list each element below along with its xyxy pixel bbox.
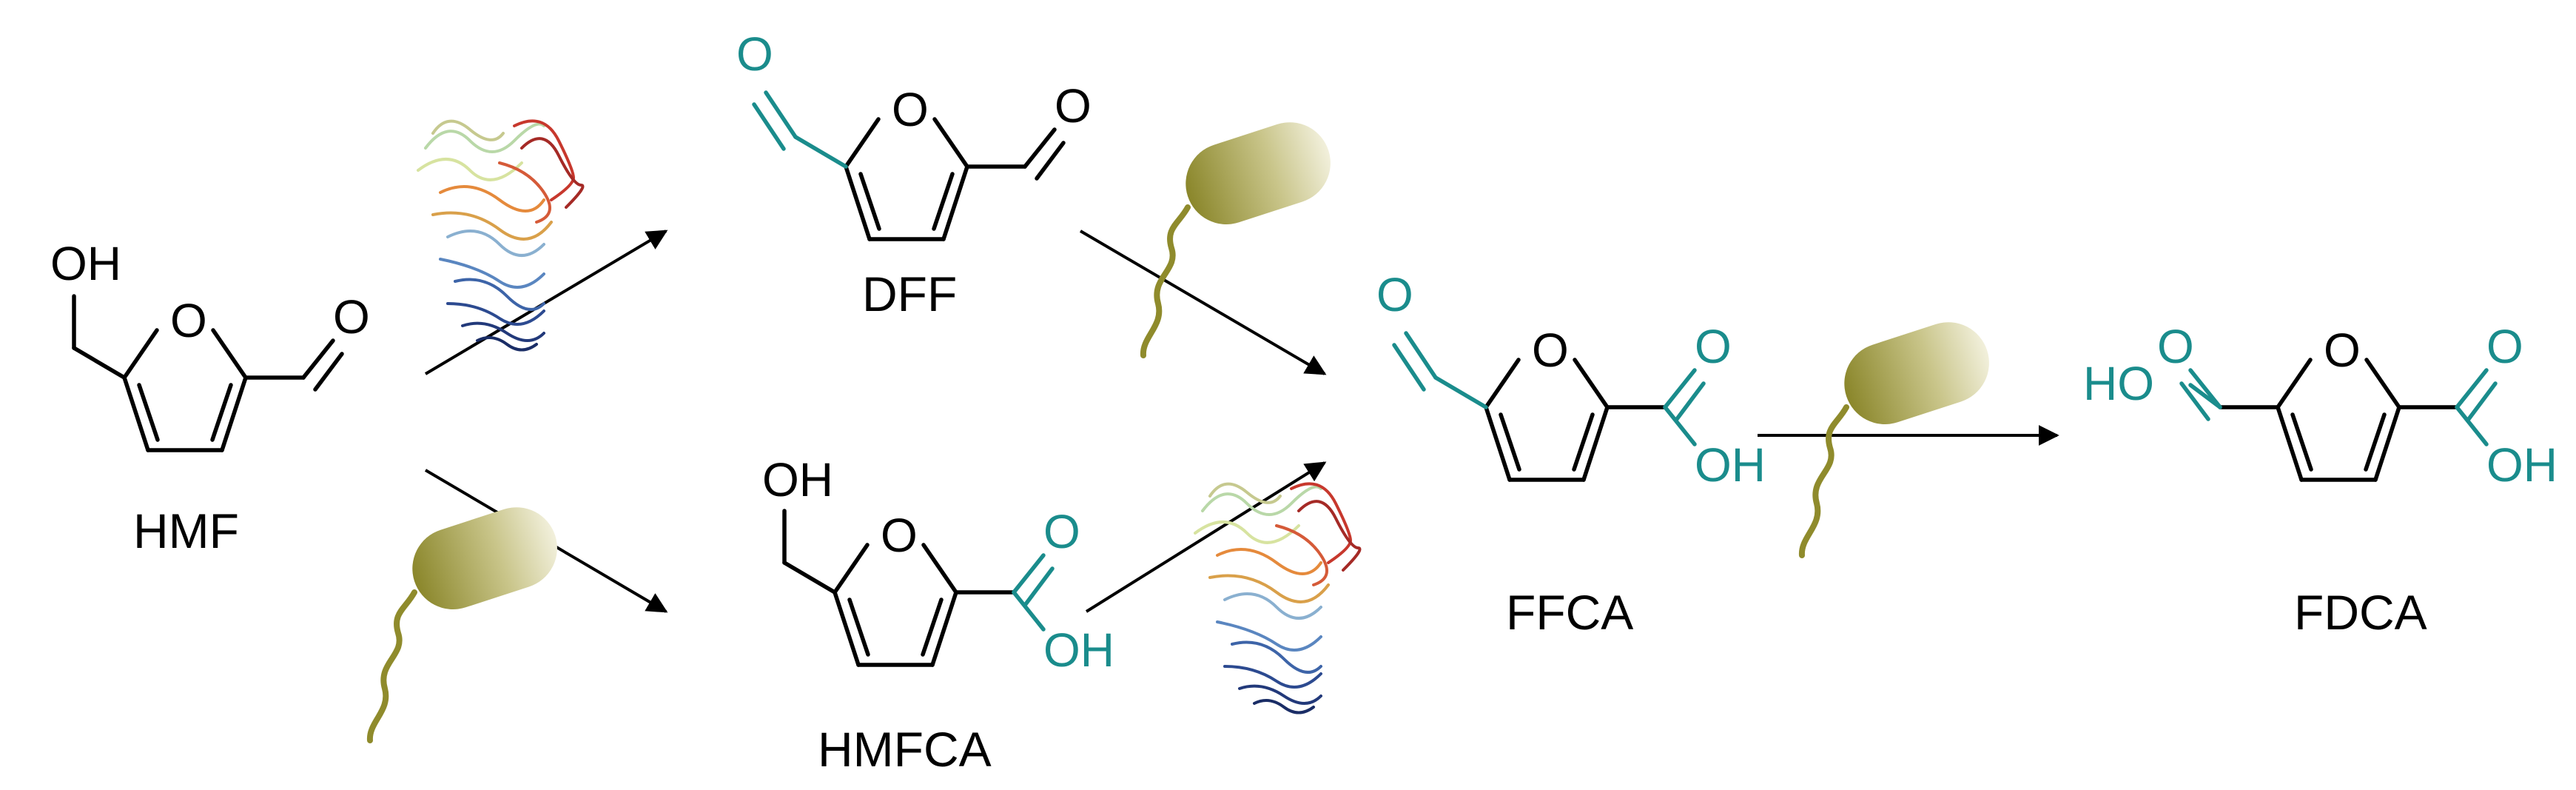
hydroxyl-oh: OH	[50, 237, 121, 290]
label-hmfca: HMFCA	[818, 722, 992, 777]
carboxyl-oxygen: O	[1695, 320, 1732, 373]
carboxyl-oh: OH	[1695, 438, 1766, 492]
hydroxyl-oh: OH	[762, 453, 833, 506]
carboxyl-oh-right: OH	[2486, 438, 2557, 492]
bacterium-icon	[1143, 112, 1341, 355]
arrow-dff-to-ffca	[1079, 230, 1327, 375]
arrow-hmf-to-dff	[424, 230, 668, 375]
ring-oxygen: O	[2324, 324, 2361, 377]
enzyme-icon	[1194, 482, 1362, 714]
ring-oxygen: O	[881, 509, 918, 562]
compound-dff: O O O DFF	[736, 27, 1092, 321]
ring-oxygen: O	[170, 294, 207, 347]
carboxyl-oxygen: O	[1043, 505, 1080, 558]
bacterium-icon	[1802, 312, 2000, 555]
compound-hmfca: O OH O OH HMFCA	[762, 453, 1114, 777]
arrow-hmfca-to-ffca	[1085, 461, 1327, 613]
aldehyde-oxygen: O	[1055, 79, 1092, 133]
carboxyl-oh: OH	[1043, 623, 1114, 677]
label-hmf: HMF	[133, 503, 239, 558]
label-fdca: FDCA	[2294, 585, 2427, 640]
label-dff: DFF	[862, 267, 957, 321]
ring-oxygen: O	[892, 83, 929, 136]
aldehyde-oxygen-new: O	[736, 27, 773, 81]
aldehyde-oxygen: O	[333, 290, 370, 344]
aldehyde-oxygen: O	[1376, 268, 1413, 321]
compound-ffca: O O O OH FFCA	[1376, 268, 1766, 640]
label-ffca: FFCA	[1506, 585, 1633, 640]
compound-fdca: O O HO O OH FDCA	[2083, 320, 2557, 640]
carboxyl-oxygen-right: O	[2486, 320, 2523, 373]
ring-oxygen: O	[1532, 324, 1569, 377]
carboxyl-oxygen-left: O	[2157, 320, 2194, 373]
carboxyl-ho-left: HO	[2083, 357, 2154, 410]
bacterium-icon	[370, 497, 568, 740]
enzyme-icon	[417, 119, 585, 352]
compound-hmf: O OH O HMF	[50, 237, 370, 558]
